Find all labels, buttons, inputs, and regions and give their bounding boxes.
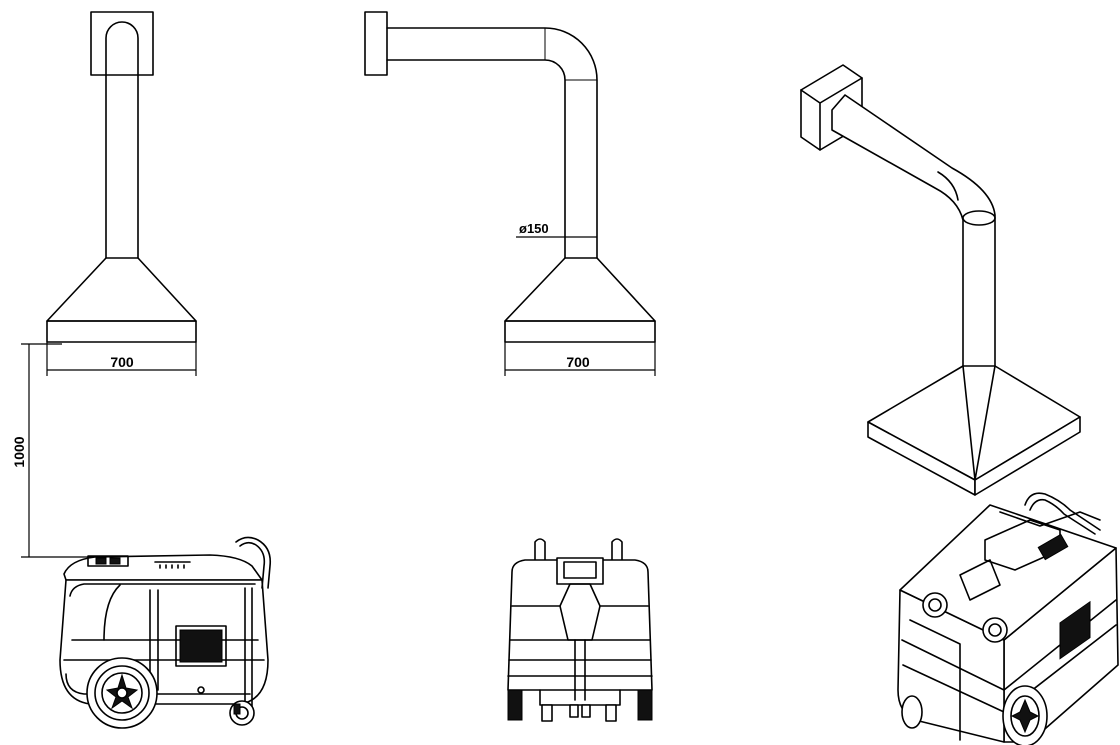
front-wall-mount-plate [364, 11, 388, 76]
front-hood-width-dimension: 700 [504, 342, 656, 376]
side-duct-pipe [105, 21, 139, 259]
front-view: ø150 700 [364, 11, 656, 722]
vertical-height-dimension: 1000 [11, 343, 120, 558]
vertical-height-label: 1000 [11, 436, 27, 467]
side-view: 700 1000 [11, 11, 272, 729]
side-wall-mount-plate [90, 11, 154, 76]
front-extraction-hood [504, 257, 656, 343]
side-hood-width-dimension: 700 [46, 342, 197, 376]
iso-cart-machine [897, 492, 1119, 745]
front-cart-machine [507, 538, 653, 722]
side-hood-width-label: 700 [110, 354, 134, 370]
side-cart-machine [59, 536, 272, 729]
side-extraction-hood [46, 257, 197, 343]
front-duct-pipe [386, 27, 598, 259]
iso-duct-pipe [831, 94, 996, 379]
isometric-view [800, 64, 1119, 745]
duct-diameter-label: ø150 [519, 221, 549, 236]
front-hood-width-label: 700 [566, 354, 590, 370]
iso-extraction-hood [867, 365, 1081, 496]
duct-diameter-dimension: ø150 [516, 221, 597, 238]
